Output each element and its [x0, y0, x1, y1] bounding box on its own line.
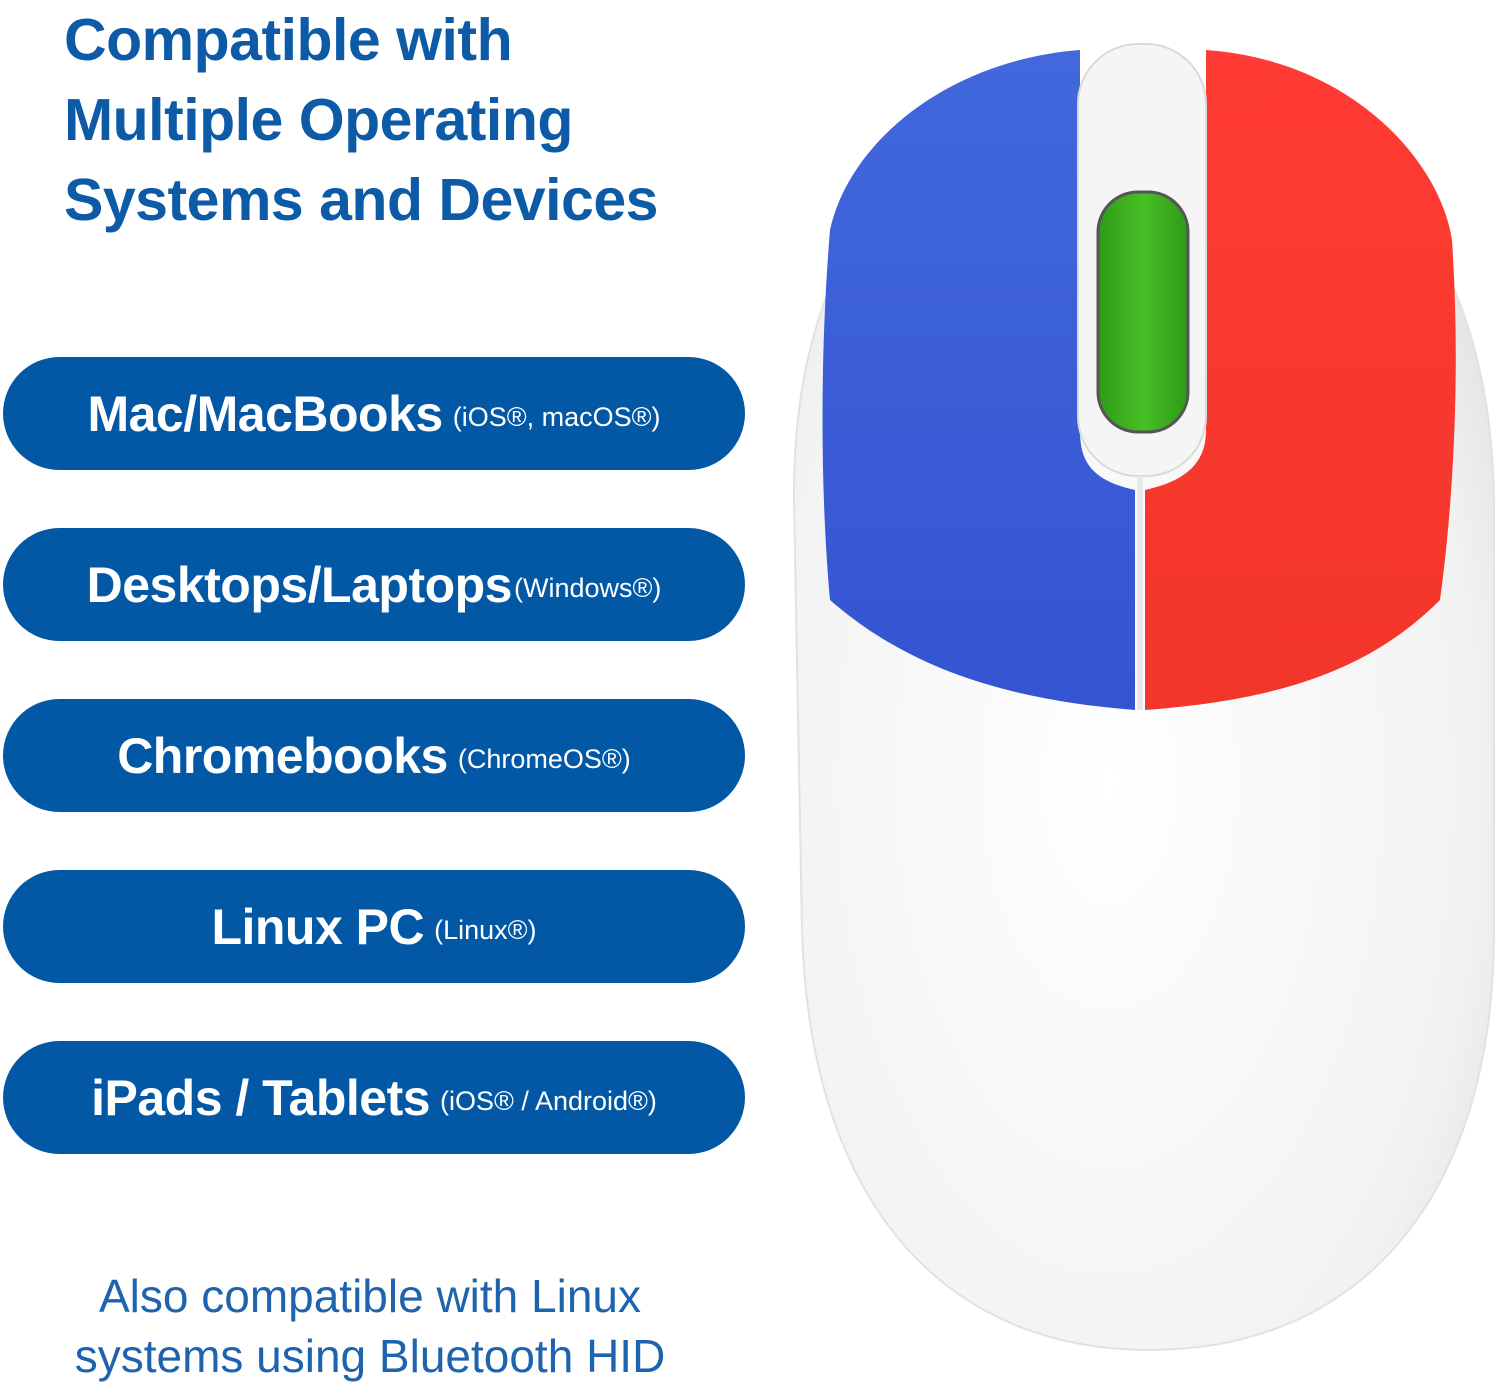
device-name: Chromebooks	[117, 727, 448, 784]
device-pill-chromebooks: Chromebooks (ChromeOS®)	[3, 699, 745, 812]
footer-note: Also compatible with Linux systems using…	[40, 1266, 700, 1386]
device-pill-desktops: Desktops/Laptops (Windows®)	[3, 528, 745, 641]
device-pill-mac: Mac/MacBooks (iOS®, macOS®)	[3, 357, 745, 470]
mouse-right-button	[1145, 50, 1456, 710]
device-os: (Windows®)	[514, 573, 662, 603]
device-pill-linux: Linux PC (Linux®)	[3, 870, 745, 983]
mouse-icon	[792, 43, 1495, 1352]
device-name: Linux PC	[211, 898, 425, 955]
device-os: (ChromeOS®)	[457, 744, 631, 774]
device-name: Mac/MacBooks	[87, 385, 443, 442]
device-pill-ipads: iPads / Tablets (iOS® / Android®)	[3, 1041, 745, 1154]
mouse-scroll-wheel	[1096, 190, 1190, 434]
device-os: (iOS®, macOS®)	[452, 402, 661, 432]
device-os: (Linux®)	[434, 915, 537, 945]
headline-line-2: Multiple Operating	[64, 87, 573, 153]
mouse-left-button	[822, 50, 1135, 710]
headline-line-1: Compatible with	[64, 7, 513, 73]
device-os: (iOS® / Android®)	[440, 1086, 657, 1116]
footer-line-1: Also compatible with Linux	[98, 1270, 642, 1322]
headline: Compatible with Multiple Operating Syste…	[64, 0, 658, 240]
device-name: Desktops/Laptops	[86, 556, 513, 613]
headline-line-3: Systems and Devices	[64, 167, 658, 233]
footer-line-2: systems using Bluetooth HID	[74, 1330, 666, 1382]
device-name: iPads / Tablets	[91, 1069, 431, 1126]
mouse-illustration	[790, 30, 1500, 1384]
